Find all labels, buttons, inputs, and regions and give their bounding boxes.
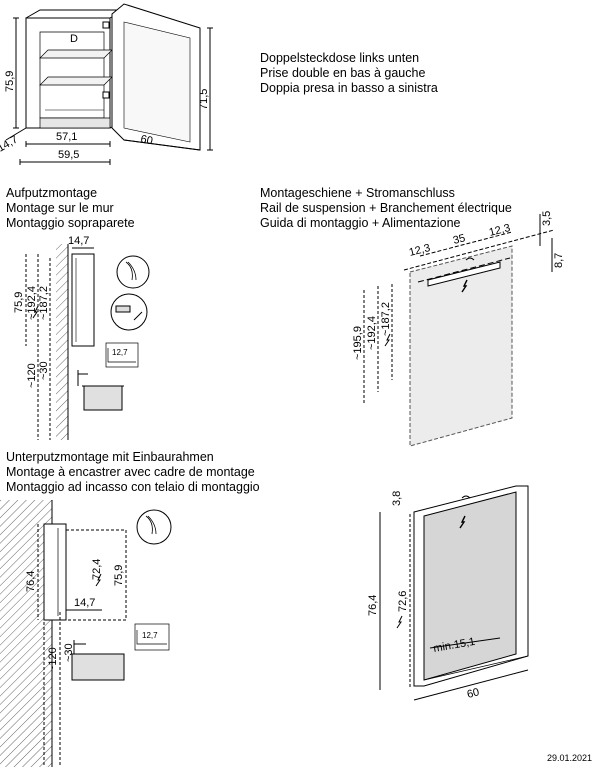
rail-left: 12,3 bbox=[408, 242, 432, 259]
title-line-it: Guida di montaggio + Alimentazione bbox=[260, 216, 461, 230]
rail-h3: ~187,2 bbox=[380, 302, 392, 336]
title-line-fr: Montage sur le mur bbox=[6, 201, 114, 215]
surface-height: 75,9 bbox=[13, 292, 25, 313]
overview-inner-width: 57,1 bbox=[56, 131, 77, 143]
rail-mount-title: Montageschiene + Stromanschluss Rail de … bbox=[260, 186, 512, 231]
surface-detail: 12,7 bbox=[112, 348, 128, 357]
rail-h2: ~192,4 bbox=[366, 316, 378, 350]
note-line-fr: Prise double en bas à gauche bbox=[260, 66, 426, 80]
frame-inner-h: 72,6 bbox=[397, 591, 409, 612]
frame-detail-diagram bbox=[379, 485, 529, 701]
title-line-de: Unterputzmontage mit Einbaurahmen bbox=[6, 450, 214, 464]
title-line-de: Aufputzmontage bbox=[6, 186, 98, 200]
rail-h1: ~195,9 bbox=[352, 326, 364, 360]
surface-depth: 14,7 bbox=[68, 235, 89, 247]
flush-detail: 12,7 bbox=[142, 631, 158, 640]
title-line-it: Montaggio ad incasso con telaio di monta… bbox=[6, 480, 260, 494]
overview-notes: Doppelsteckdose links unten Prise double… bbox=[260, 51, 438, 96]
rail-right: 12,3 bbox=[488, 222, 512, 239]
drawing-date: 29.01.2021 bbox=[546, 753, 592, 763]
flush-h2: 75,9 bbox=[113, 565, 125, 586]
rail-mid: 35 bbox=[452, 232, 467, 247]
note-line-it: Doppia presa in basso a sinistra bbox=[260, 81, 438, 95]
title-line-fr: Montage à encastrer avec cadre de montag… bbox=[6, 465, 255, 479]
shelf-label: D bbox=[70, 33, 78, 45]
title-line-it: Montaggio sopraparete bbox=[6, 216, 135, 230]
flush-d4: ~30 bbox=[63, 643, 75, 662]
frame-outer-h: 76,4 bbox=[367, 595, 379, 616]
overview-height: 75,9 bbox=[4, 71, 16, 92]
flush-mount-diagram bbox=[0, 500, 172, 767]
flush-h1: 72,4 bbox=[91, 559, 103, 580]
flush-d3: ~120 bbox=[47, 647, 59, 672]
overview-depth: 14,7 bbox=[0, 133, 20, 154]
overview-outer-width: 59,5 bbox=[58, 149, 79, 161]
frame-width: 60 bbox=[466, 686, 481, 701]
surface-mount-title: Aufputzmontage Montage sur le mur Montag… bbox=[6, 186, 135, 231]
note-line-de: Doppelsteckdose links unten bbox=[260, 51, 420, 65]
flush-depth: 14,7 bbox=[74, 597, 95, 609]
flush-mount-title: Unterputzmontage mit Einbaurahmen Montag… bbox=[6, 450, 260, 495]
title-line-fr: Rail de suspension + Branchement électri… bbox=[260, 201, 512, 215]
surface-d2: ~187,2 bbox=[38, 286, 50, 320]
surface-mount-diagram bbox=[25, 244, 150, 440]
overview-door-height: 71,5 bbox=[198, 89, 210, 110]
surface-d4: ~30 bbox=[38, 361, 50, 380]
title-line-de: Montageschiene + Stromanschluss bbox=[260, 186, 455, 200]
surface-d1: ~192,4 bbox=[26, 286, 38, 320]
rail-mount-diagram bbox=[363, 214, 555, 447]
overview-cabinet bbox=[5, 3, 213, 165]
overview-door-width: 60 bbox=[139, 133, 153, 147]
rail-side: 8,7 bbox=[553, 253, 565, 268]
flush-outer-h: 76,4 bbox=[25, 571, 37, 592]
surface-d3: ~120 bbox=[26, 363, 38, 388]
frame-top: 3,8 bbox=[391, 491, 403, 506]
rail-top: 3,5 bbox=[541, 211, 553, 226]
